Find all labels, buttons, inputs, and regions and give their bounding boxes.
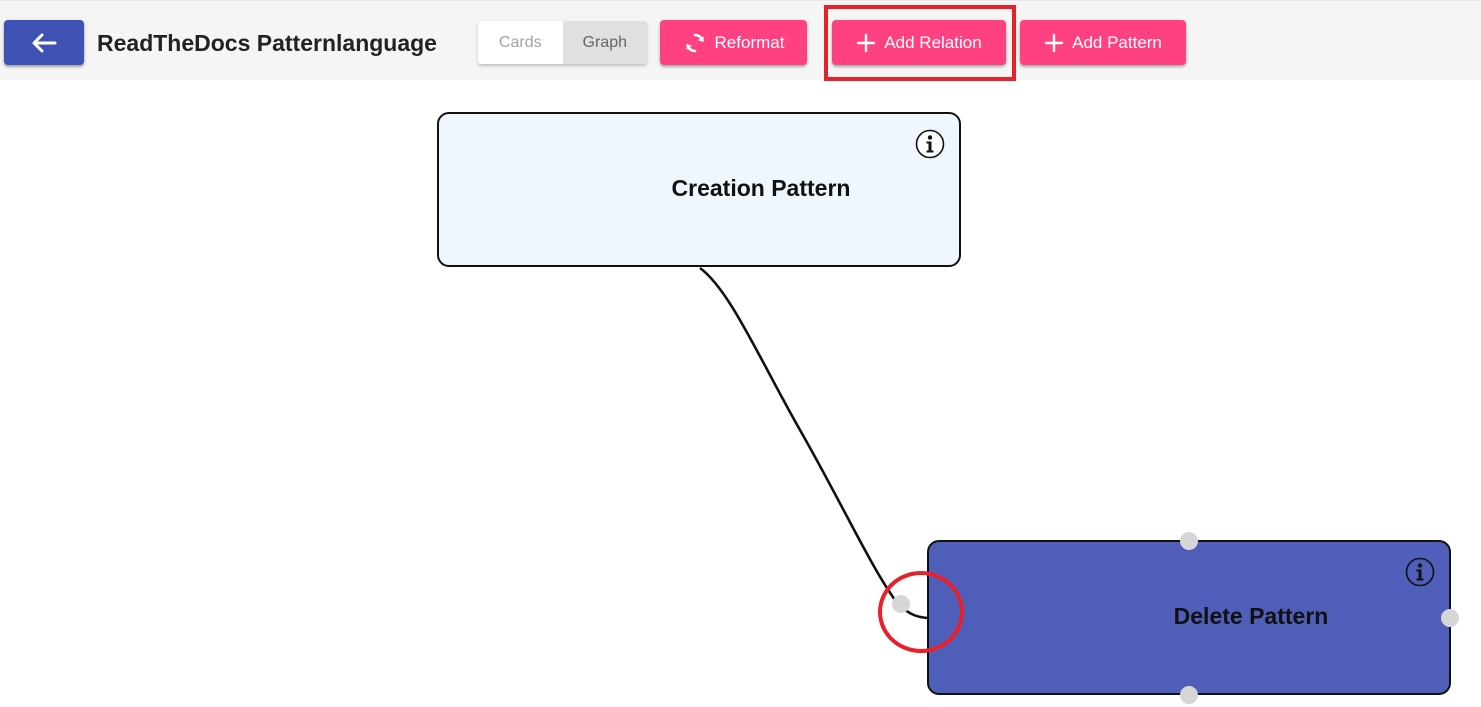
add-pattern-button[interactable]: Add Pattern (1020, 20, 1186, 65)
add-pattern-label: Add Pattern (1072, 32, 1162, 52)
cards-toggle[interactable]: Cards (478, 21, 563, 64)
add-relation-label: Add Relation (884, 32, 982, 52)
plus-icon (1044, 33, 1064, 53)
node-label: Delete Pattern (1173, 603, 1329, 629)
back-button[interactable] (4, 20, 84, 65)
info-icon[interactable] (915, 129, 945, 159)
add-relation-button[interactable]: Add Relation (832, 20, 1006, 65)
pattern-node-delete[interactable]: Delete Pattern (927, 540, 1451, 695)
port-left[interactable] (892, 595, 910, 613)
graph-toggle[interactable]: Graph (562, 21, 647, 64)
port-bottom[interactable] (1180, 686, 1198, 704)
arrow-left-icon (32, 33, 57, 52)
reformat-button[interactable]: Reformat (660, 20, 807, 65)
view-toggle: Cards Graph (478, 21, 647, 64)
toolbar: ReadTheDocs Patternlanguage Cards Graph … (0, 0, 1481, 81)
plus-icon (856, 33, 876, 53)
reformat-label: Reformat (714, 32, 785, 52)
node-label: Creation Pattern (671, 175, 851, 201)
page-title: ReadTheDocs Patternlanguage (97, 30, 437, 56)
refresh-icon (683, 31, 707, 55)
port-top[interactable] (1180, 532, 1198, 550)
port-right[interactable] (1441, 609, 1459, 627)
info-icon[interactable] (1405, 557, 1435, 587)
pattern-node-creation[interactable]: Creation Pattern (437, 112, 961, 267)
